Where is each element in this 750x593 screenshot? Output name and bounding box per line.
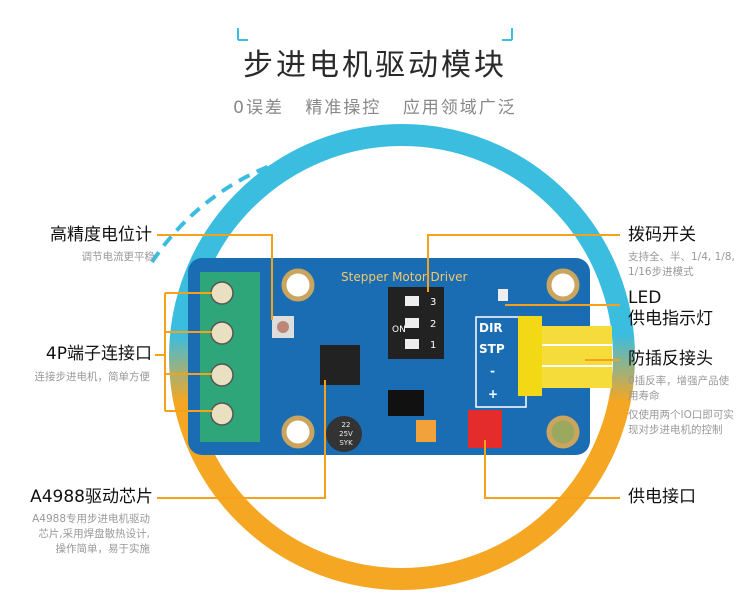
decorative-ring xyxy=(169,124,635,590)
dip-label: 3 xyxy=(430,297,436,308)
dip-label: 2 xyxy=(430,319,436,330)
dip-desc: 支持全、半、1/4, 1/8,1/16步进模式 xyxy=(628,251,735,278)
page-title: 步进电机驱动模块 xyxy=(243,48,507,83)
connector-desc: 0插反率，增强产品使用寿命 仅使用两个IO口即可实现对步进电机的控制 xyxy=(628,375,734,436)
subtitle-item: 0误差 xyxy=(233,98,284,118)
stepper-driver-board: 3 2 1 ON Stepper Motor Driver DIR STP - … xyxy=(188,258,612,455)
capacitor-text: SYK xyxy=(339,439,353,447)
dip-on-label: ON xyxy=(392,325,406,335)
chip-title: A4988驱动芯片 xyxy=(30,487,153,507)
connector-title: 防插反接头 xyxy=(628,349,713,369)
potentiometer-title: 高精度电位计 xyxy=(50,225,152,245)
terminal-desc: 连接步进电机，简单方便 xyxy=(34,371,151,383)
potentiometer-desc: 调节电流更平稳 xyxy=(81,251,156,263)
led xyxy=(498,289,508,301)
chip-desc: A4988专用步进电机驱动芯片,采用焊盘散热设计,操作简单，易于实施 xyxy=(32,513,150,555)
callout-lines xyxy=(155,234,620,499)
dashed-arc xyxy=(150,146,353,264)
terminal-title: 4P端子连接口 xyxy=(45,344,152,364)
capacitor-text: 25V xyxy=(339,430,353,438)
power-title: 供电接口 xyxy=(628,487,696,507)
subtitle-item: 精准操控 xyxy=(305,98,382,118)
subtitle: 0误差 精准操控 应用领域广泛 xyxy=(0,93,750,118)
capacitor xyxy=(326,416,362,452)
dip-title: 拨码开关 xyxy=(628,225,696,245)
anti-reverse-connector xyxy=(518,316,542,396)
corner-bracket-decoration xyxy=(237,28,513,41)
capacitor-text: 22 xyxy=(342,421,351,429)
a4988-chip xyxy=(320,345,360,385)
pin-label: STP xyxy=(479,342,505,356)
subtitle-item: 应用领域广泛 xyxy=(402,98,517,118)
pin-label: - xyxy=(490,364,495,378)
board-silkscreen: Stepper Motor Driver xyxy=(341,270,468,284)
pin-label: + xyxy=(488,387,498,401)
pin-label: DIR xyxy=(479,321,503,335)
dip-label: 1 xyxy=(430,340,436,351)
